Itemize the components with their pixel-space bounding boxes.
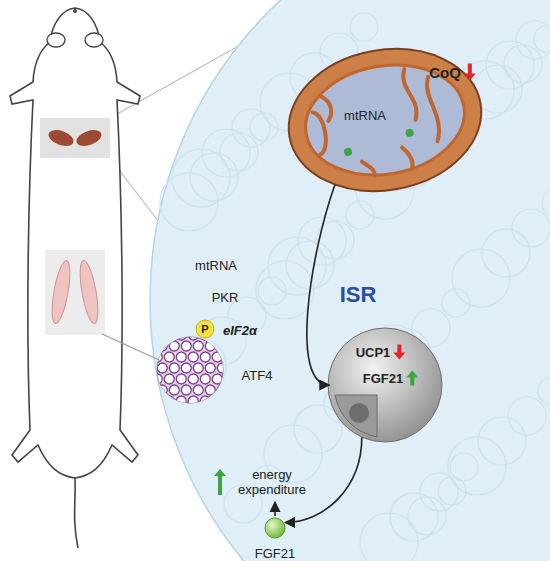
adipocyte bbox=[157, 363, 167, 373]
white-fat bbox=[49, 259, 74, 324]
free-label: energy expenditure bbox=[230, 467, 314, 497]
adipocyte bbox=[176, 352, 186, 362]
adipocyte bbox=[212, 374, 222, 384]
mouse-tail bbox=[75, 478, 78, 548]
adipocyte bbox=[181, 363, 191, 373]
cell-region: mtRNAPKRISReIF2αATF4CoQmtRNAPUCP1FGF21FG… bbox=[150, 0, 550, 561]
adipocyte bbox=[169, 385, 179, 395]
mitochondrion: CoQ mtRNA bbox=[285, 45, 485, 195]
adipocyte bbox=[193, 341, 203, 351]
brown-fat bbox=[74, 127, 103, 149]
node-text: mtRNA bbox=[195, 258, 237, 273]
mouse-ear bbox=[85, 33, 103, 47]
adipocyte bbox=[164, 374, 174, 384]
zoom-box bbox=[40, 118, 110, 158]
adipocyte bbox=[200, 352, 210, 362]
adipocyte bbox=[205, 385, 215, 395]
adipocyte bbox=[176, 374, 186, 384]
mouse-body bbox=[10, 8, 140, 478]
adipocyte bbox=[164, 352, 174, 362]
node-text: P bbox=[201, 323, 208, 336]
adipocyte bbox=[188, 352, 198, 362]
nucleus: UCP1FGF21 bbox=[327, 327, 443, 443]
node-text: ATF4 bbox=[242, 368, 273, 383]
histology-circle bbox=[157, 337, 223, 403]
secreted-fgf21-shape bbox=[264, 517, 286, 539]
node-text: mtRNA bbox=[344, 108, 386, 123]
leader-line bbox=[102, 334, 159, 360]
node-text: PKR bbox=[212, 290, 239, 305]
node-text: FGF21 bbox=[363, 371, 403, 386]
brown-fat bbox=[46, 127, 75, 149]
adipocyte bbox=[188, 374, 198, 384]
node-text: eIF2α bbox=[223, 323, 257, 338]
adipocyte bbox=[200, 374, 210, 384]
phospho-circle: P bbox=[196, 320, 214, 338]
node-text: UCP1 bbox=[356, 345, 391, 360]
adipocyte bbox=[205, 363, 215, 373]
secreted-fgf21: FGF21 bbox=[264, 517, 286, 539]
mouse-ear bbox=[47, 33, 65, 47]
adipocyte bbox=[169, 363, 179, 373]
node-text: ISR bbox=[340, 283, 377, 307]
zoom-box bbox=[45, 250, 105, 335]
node-text: FGF21 bbox=[255, 546, 295, 561]
adipocyte bbox=[193, 385, 203, 395]
up-arrow bbox=[274, 502, 276, 516]
adipocyte bbox=[181, 341, 191, 351]
white-fat bbox=[77, 259, 102, 324]
node-text: CoQ bbox=[429, 64, 461, 81]
adipocyte bbox=[152, 396, 162, 406]
mouse-nose bbox=[73, 9, 77, 13]
adipocyte bbox=[193, 363, 203, 373]
adipocyte bbox=[181, 385, 191, 395]
